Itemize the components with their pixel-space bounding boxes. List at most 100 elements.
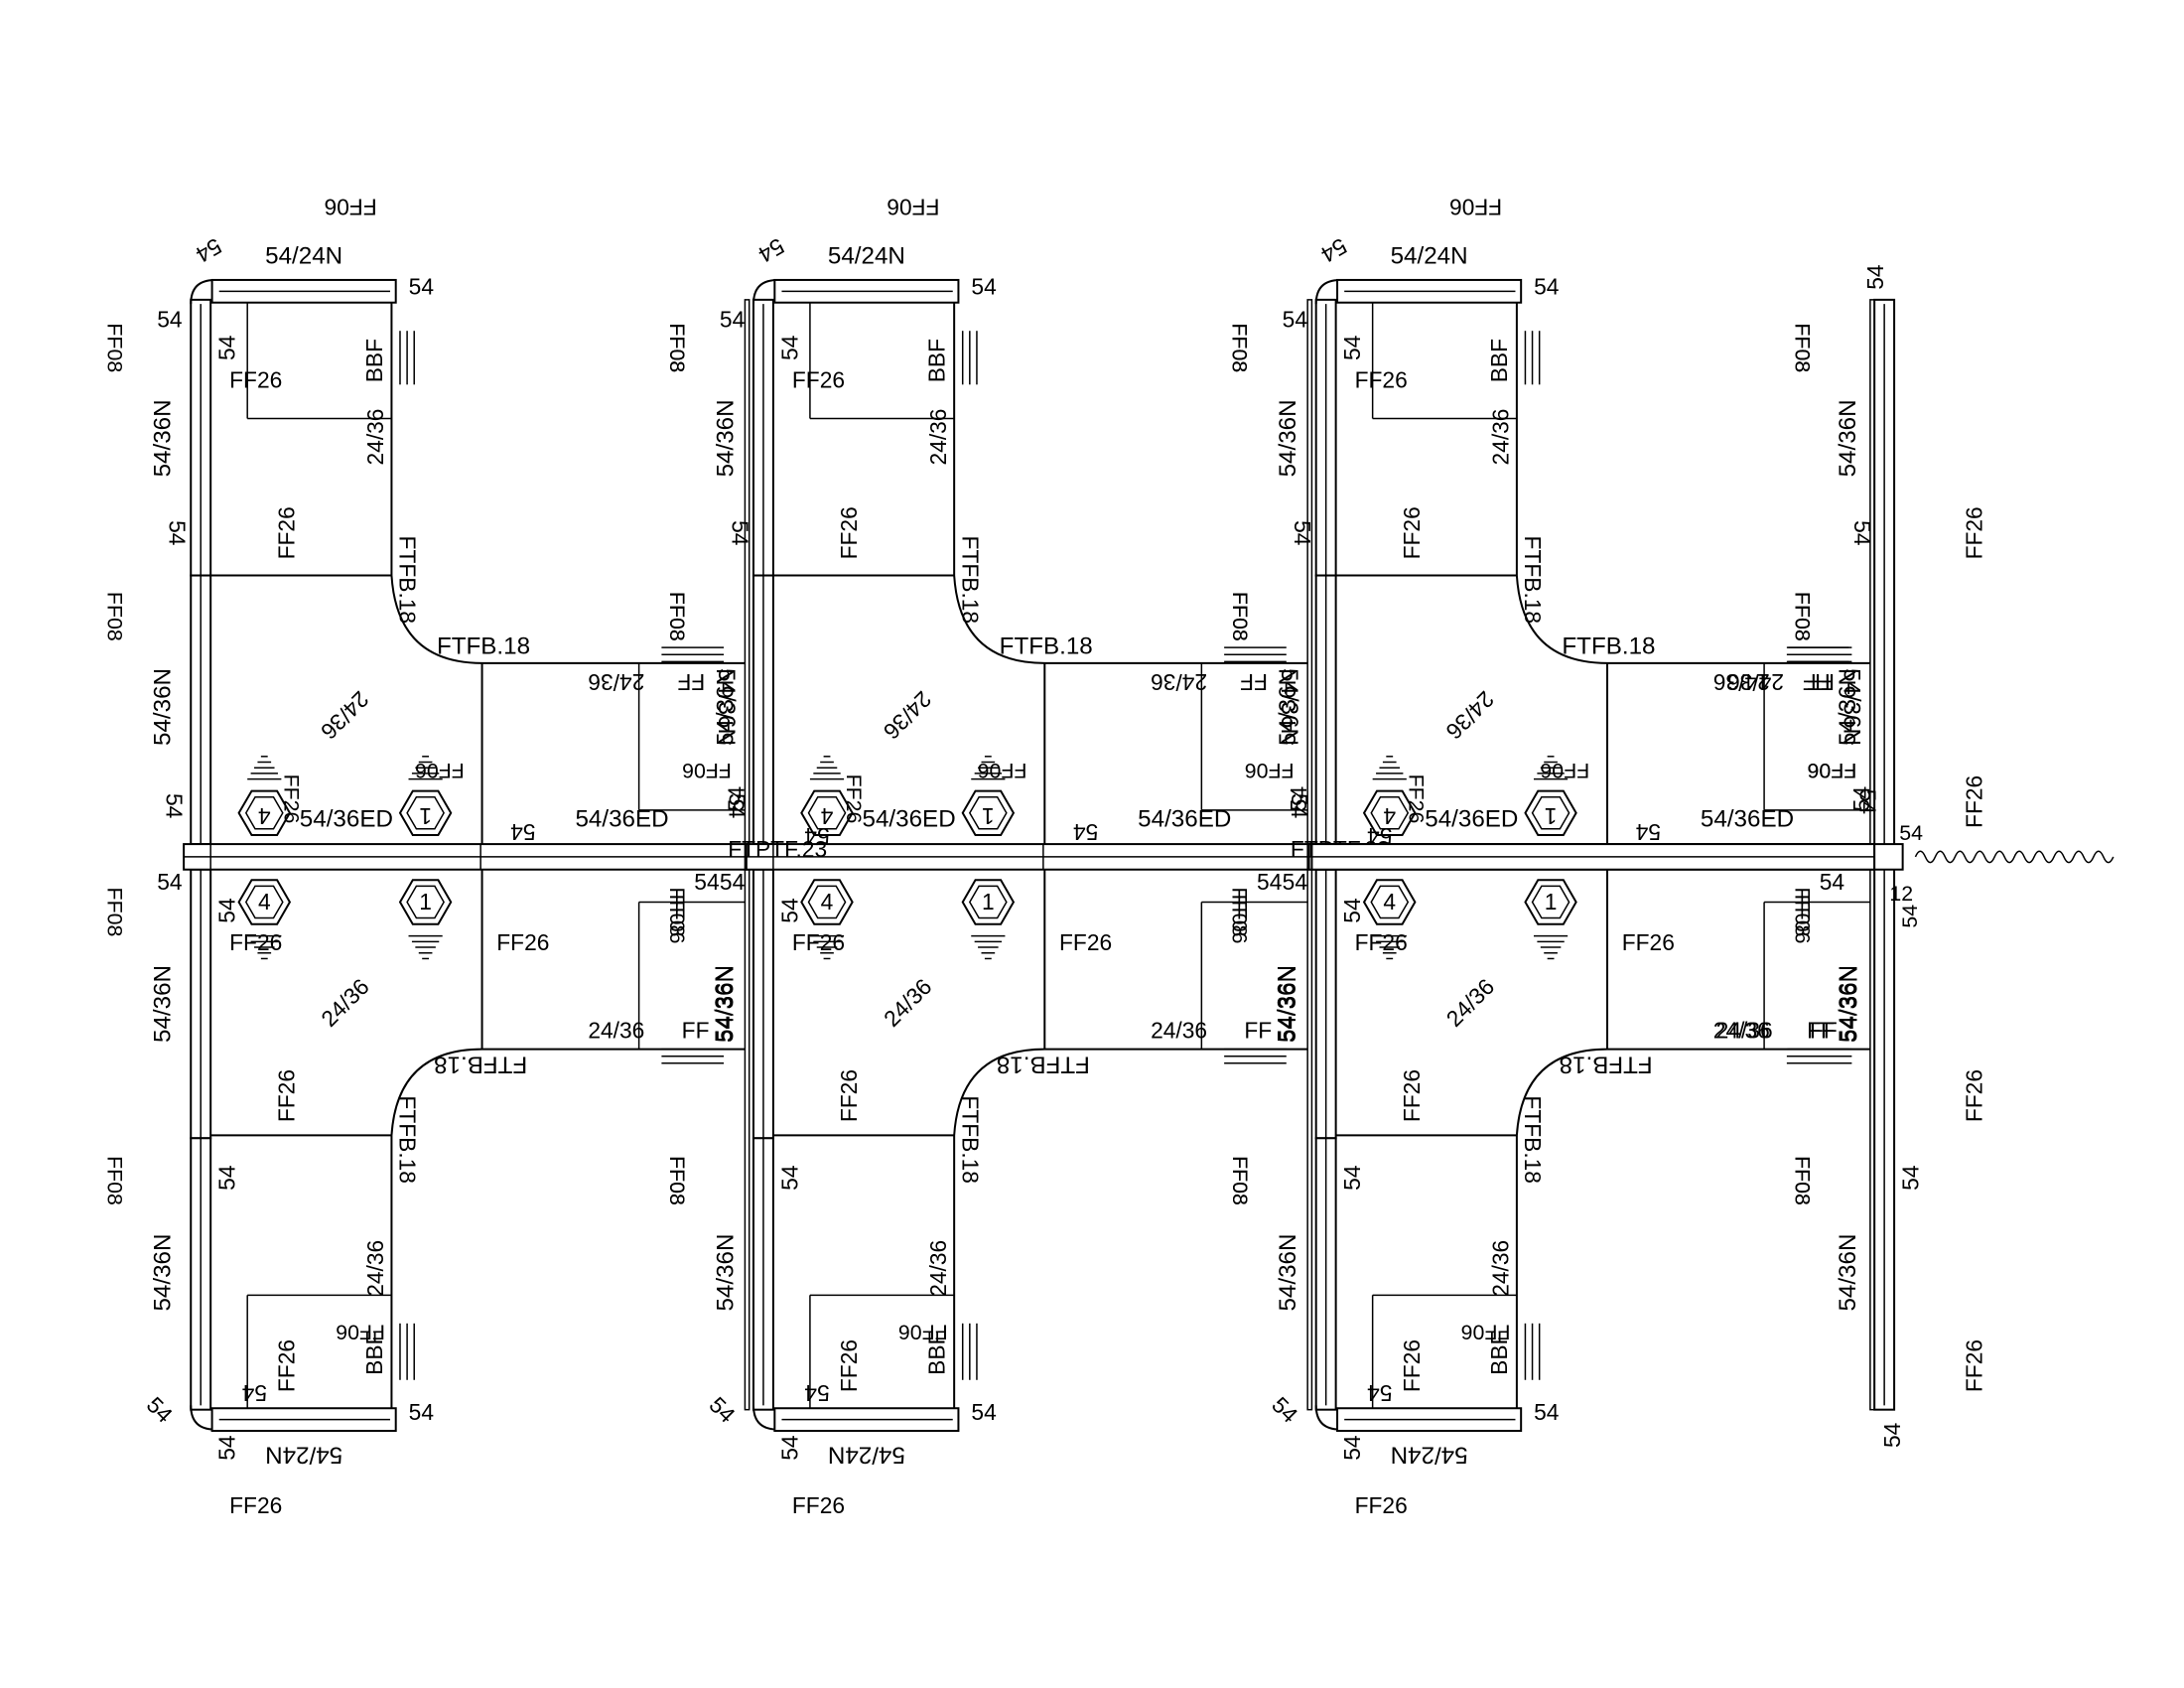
label-ff08: FF08 bbox=[665, 592, 689, 641]
hexagon-shape bbox=[398, 879, 453, 925]
outlet-top bbox=[961, 331, 978, 385]
label-54-36n: 54/36N bbox=[1275, 668, 1301, 746]
label-bbf: BBF bbox=[1486, 1332, 1512, 1375]
label-54-corner: 54 bbox=[754, 233, 789, 268]
label-ff26: FF26 bbox=[496, 929, 549, 955]
hex-marker-4-lower: 4 bbox=[800, 879, 854, 960]
label-bbf: BBF bbox=[361, 1332, 387, 1375]
label-ff26-bottom: FF26 bbox=[229, 1492, 282, 1518]
label-24-36: 24/36 bbox=[925, 1240, 951, 1297]
hexagon-inner bbox=[1370, 795, 1410, 830]
label-ff26: FF26 bbox=[1622, 929, 1675, 955]
hexagon-shape bbox=[1362, 789, 1417, 836]
outlet-end-lower bbox=[1788, 1048, 1852, 1064]
label-ff08: FF08 bbox=[102, 592, 126, 641]
label-ff26: FF26 bbox=[792, 366, 845, 392]
label-bbf: BBF bbox=[361, 339, 387, 382]
label-54: 54 bbox=[1636, 819, 1661, 845]
label-54: 54 bbox=[409, 274, 434, 300]
outlet-top bbox=[1524, 331, 1541, 385]
worksurface-ftfb-upper bbox=[953, 302, 1308, 664]
hex-number: 1 bbox=[419, 803, 432, 829]
outlet-lower-right bbox=[1224, 1048, 1287, 1064]
label-ftfb: FTFB.18 bbox=[997, 1051, 1090, 1077]
label-54-24n-top: 54/24N bbox=[1391, 243, 1468, 270]
label-ff26: FF26 bbox=[274, 506, 300, 559]
label-54: 54 bbox=[724, 793, 750, 818]
label-54-36ed: 54/36ED bbox=[300, 805, 393, 832]
hexagon-inner bbox=[1531, 795, 1570, 830]
label-12: 12 bbox=[1889, 882, 1913, 906]
label-ff08: FF08 bbox=[1790, 323, 1814, 372]
label-ff06: FF06 bbox=[682, 759, 732, 782]
hex-number: 1 bbox=[419, 889, 432, 914]
label-54-36n: 54/36N bbox=[150, 399, 177, 477]
label-ftfb: FTFB.18 bbox=[957, 536, 983, 625]
label-ftfb: FTFB.18 bbox=[434, 1051, 527, 1077]
label-ftfb: FTFB.18 bbox=[1520, 536, 1546, 625]
hexagon-inner bbox=[968, 795, 1008, 830]
label-54: 54 bbox=[1534, 1399, 1559, 1425]
label-54: 54 bbox=[1879, 1423, 1905, 1448]
label-54-36n: 54/36N bbox=[712, 399, 739, 477]
label-ftfb: FTFB.18 bbox=[437, 633, 530, 660]
label-ftfb: FTFB.18 bbox=[1520, 1095, 1546, 1184]
label-54-24n-bottom: 54/24N bbox=[1391, 1441, 1468, 1468]
label-ff08: FF08 bbox=[1228, 1156, 1252, 1205]
label-ftfb: FTFB.18 bbox=[1000, 633, 1093, 660]
label-24-36: 24/36 bbox=[1441, 973, 1500, 1032]
label-ff08: FF08 bbox=[1228, 323, 1252, 372]
label-ftfb: FTFB.18 bbox=[395, 536, 421, 625]
label-ff08: FF08 bbox=[665, 323, 689, 372]
label-54-corner: 54 bbox=[704, 1392, 740, 1428]
label-54: 54 bbox=[1290, 520, 1315, 545]
hexagon-shape bbox=[1362, 879, 1417, 925]
label-24-36: 24/36 bbox=[1716, 1017, 1773, 1043]
worksurface-ftfb-lower bbox=[953, 1048, 1308, 1409]
hex-number: 4 bbox=[1383, 889, 1396, 914]
label-54: 54 bbox=[776, 898, 802, 922]
label-ff26: FF26 bbox=[274, 1339, 300, 1392]
hex-marker-1-upper: 1 bbox=[961, 756, 1016, 836]
label-54-36n: 54/36N bbox=[150, 668, 177, 746]
label-54-36n: 54/36N bbox=[1276, 668, 1302, 746]
label-24-36: 24/36 bbox=[925, 409, 951, 466]
outlet-bottom bbox=[399, 1323, 415, 1380]
label-ff06: FF06 bbox=[1808, 759, 1857, 782]
label-54-36n: 54/36N bbox=[1835, 965, 1861, 1043]
label-54-36n: 54/36N bbox=[1274, 965, 1300, 1043]
hexagon-shape bbox=[961, 789, 1016, 836]
label-54: 54 bbox=[1849, 520, 1875, 545]
hex-number: 4 bbox=[258, 889, 271, 914]
hexagon-inner bbox=[244, 795, 284, 830]
label-ff08: FF08 bbox=[102, 1156, 126, 1205]
label-54-24n-bottom: 54/24N bbox=[265, 1441, 342, 1468]
label-ff26: FF26 bbox=[836, 1339, 862, 1392]
label-54-24n-top: 54/24N bbox=[828, 243, 905, 270]
label-24-36: 24/36 bbox=[316, 686, 374, 745]
label-54: 54 bbox=[720, 306, 745, 332]
label-54-corner: 54 bbox=[1316, 233, 1351, 268]
label-54-24n-top: 54/24N bbox=[265, 243, 342, 270]
outlet-upper-right bbox=[1224, 646, 1287, 663]
outlet-top bbox=[399, 331, 415, 385]
label-54: 54 bbox=[776, 336, 802, 360]
label-ff26: FF26 bbox=[1399, 1339, 1425, 1392]
label-54-36n: 54/36N bbox=[712, 1234, 739, 1312]
label-ff06: FF06 bbox=[1790, 895, 1814, 944]
label-ff08: FF08 bbox=[1228, 592, 1252, 641]
label-ff26: FF26 bbox=[842, 774, 866, 824]
label-54: 54 bbox=[971, 1399, 996, 1425]
label-24-36: 24/36 bbox=[362, 1240, 388, 1297]
label-ff06: FF06 bbox=[1461, 1320, 1511, 1343]
label-24-36: 24/36 bbox=[1151, 1017, 1207, 1043]
label-54: 54 bbox=[1534, 274, 1559, 300]
label-54-36n: 54/36N bbox=[711, 965, 738, 1043]
label-ff26: FF26 bbox=[229, 929, 282, 955]
label-54: 54 bbox=[1899, 821, 1923, 845]
label-54: 54 bbox=[1339, 336, 1365, 360]
label-ff: FF bbox=[1244, 1017, 1272, 1043]
label-24-36: 24/36 bbox=[1713, 1017, 1770, 1043]
label-ff08: FF08 bbox=[1228, 592, 1252, 641]
